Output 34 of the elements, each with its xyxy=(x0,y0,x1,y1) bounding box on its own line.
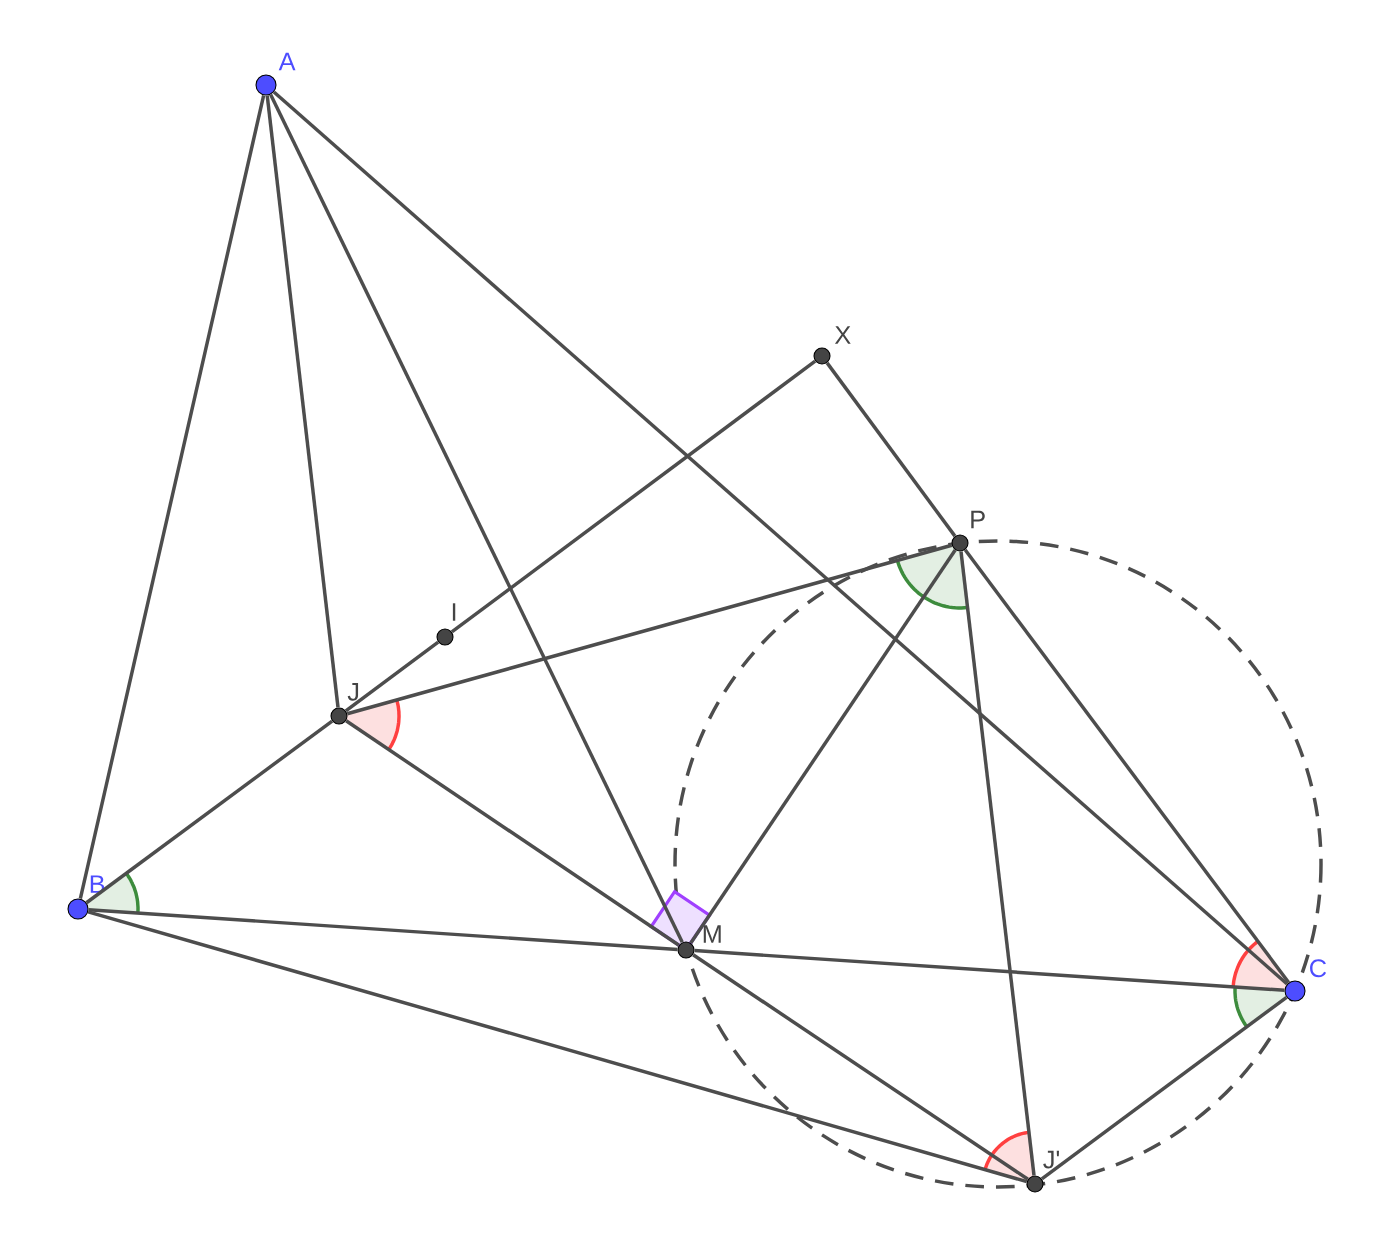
line-segment xyxy=(963,548,1291,984)
line-segment xyxy=(344,640,440,713)
node-label: A xyxy=(278,52,296,71)
point: P xyxy=(951,510,985,552)
line-segment xyxy=(85,719,334,905)
point: A xyxy=(255,52,296,96)
line-segment xyxy=(450,359,817,634)
node-label: X xyxy=(834,326,851,344)
line-segment xyxy=(265,95,340,708)
line-segment xyxy=(346,543,953,716)
point: J xyxy=(330,683,359,725)
point: M xyxy=(677,925,721,959)
point: X xyxy=(813,326,851,365)
line-segment xyxy=(1040,995,1288,1181)
line-segment xyxy=(959,551,1036,1176)
line-segment xyxy=(88,907,678,952)
line-segment xyxy=(269,93,684,944)
node-label: M xyxy=(703,925,721,943)
point: I xyxy=(436,603,456,646)
point: J' xyxy=(1026,1150,1059,1193)
line-segment xyxy=(692,953,1029,1181)
node-label: I xyxy=(452,603,456,621)
node-label: P xyxy=(971,510,985,529)
line-segment xyxy=(689,549,957,944)
line-segment xyxy=(694,948,1285,993)
node-label: J' xyxy=(1043,1150,1060,1169)
line-segment xyxy=(825,361,957,538)
line-segment xyxy=(87,910,1028,1184)
line-segment xyxy=(345,719,680,947)
node-label: C xyxy=(1310,959,1327,978)
line-segment xyxy=(78,94,266,900)
line-segment xyxy=(272,90,1289,986)
node-label: J xyxy=(347,683,359,701)
point: C xyxy=(1284,959,1327,1002)
